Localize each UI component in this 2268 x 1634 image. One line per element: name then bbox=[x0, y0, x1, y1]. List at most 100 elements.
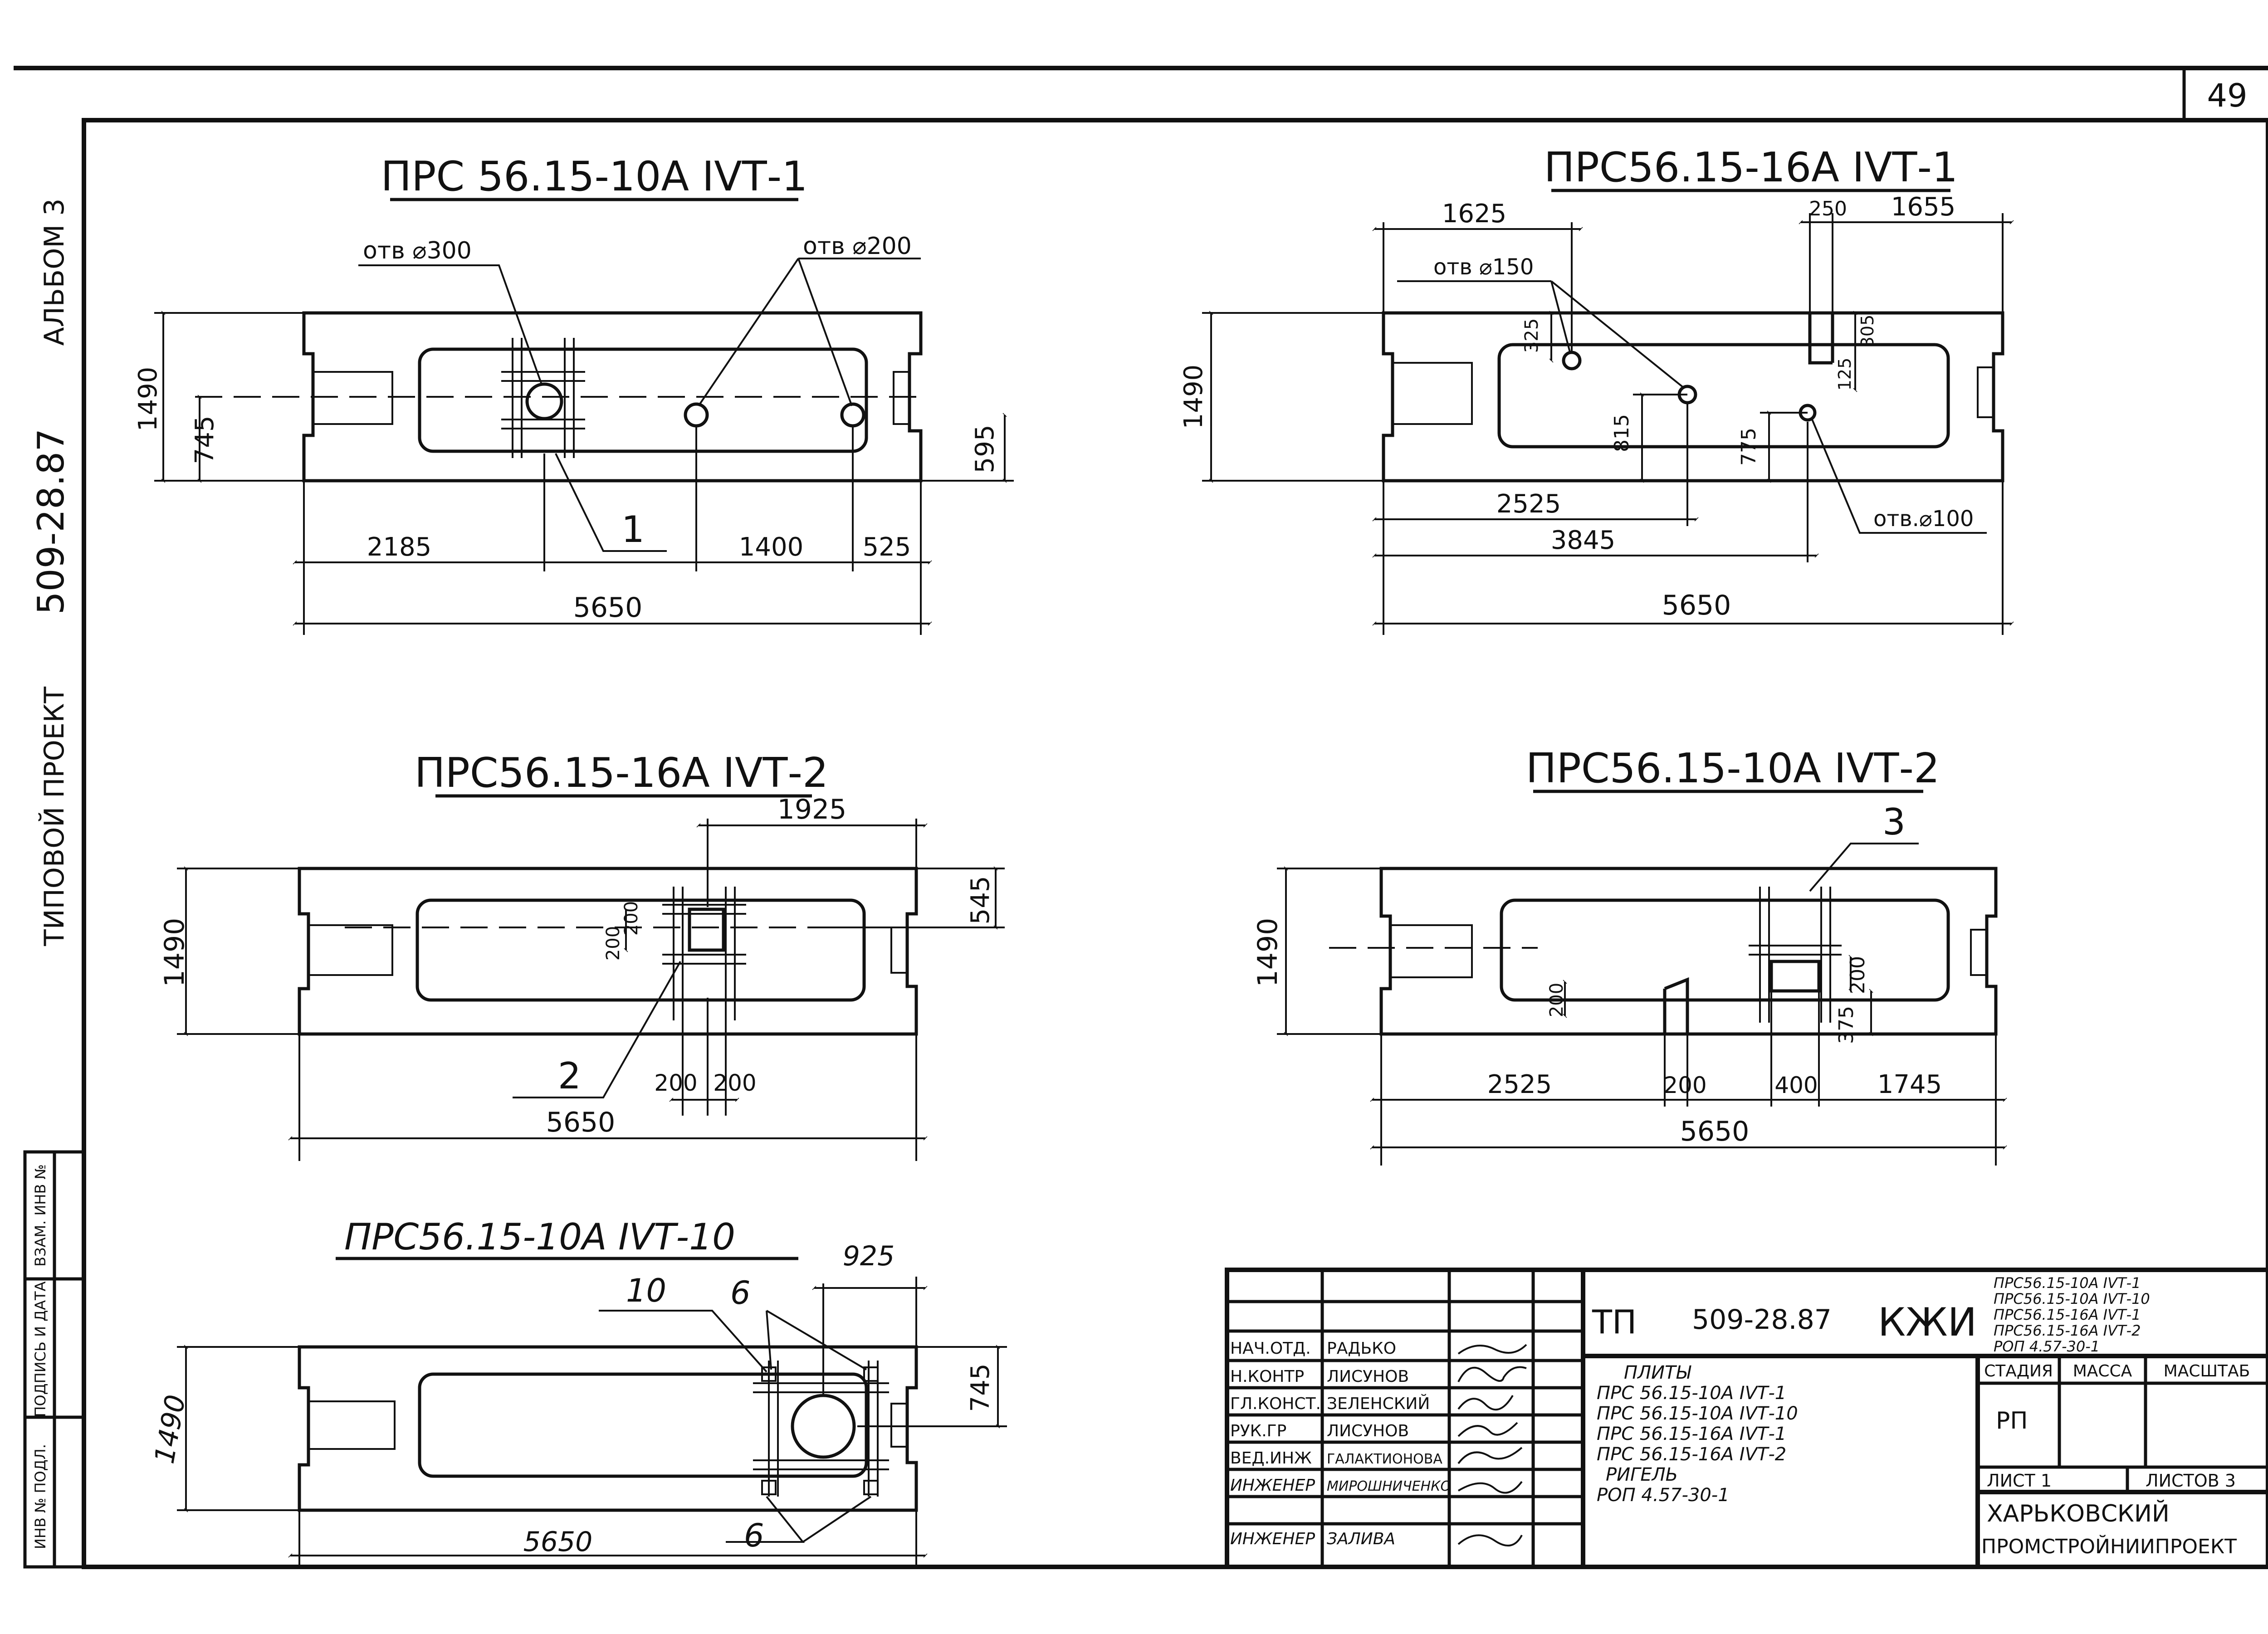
code-list-item: ПРС56.15-10А IVТ-10 bbox=[1994, 1290, 2150, 1307]
role-name: ЛИСУНОВ bbox=[1327, 1422, 1409, 1440]
drawing-3: ПРС56.15-16А IVТ-2 1925 545 bbox=[159, 749, 1005, 1161]
d1-dim-height: 1490 bbox=[133, 367, 163, 432]
title-block bbox=[1225, 1268, 2268, 1569]
role-name: ЗЕЛЕНСКИЙ bbox=[1327, 1394, 1430, 1413]
title-code-prefix: ТП bbox=[1592, 1303, 1637, 1341]
role-label: Н.КОНТР bbox=[1230, 1367, 1304, 1386]
d1-title: ПРС 56.15-10А IVТ-1 bbox=[381, 153, 807, 200]
title-stage-value: РП bbox=[1996, 1407, 2028, 1434]
d4-reinforcement bbox=[1749, 887, 1842, 1023]
d1-dim-c: 525 bbox=[863, 532, 911, 562]
role-label: РУК.ГР bbox=[1230, 1422, 1286, 1440]
side-stamp-replace: ВЗАМ. ИНВ № bbox=[32, 1164, 49, 1267]
title-code-suffix: КЖИ bbox=[1878, 1300, 1977, 1345]
d2-beam-outline bbox=[1382, 311, 2004, 483]
drawing-2: ПРС56.15-16А IVТ-1 1625 250 1655 отв ⌀15… bbox=[1179, 144, 2014, 635]
d3-dim-height: 1490 bbox=[159, 918, 191, 987]
d2-title: ПРС56.15-16А IVТ-1 bbox=[1544, 144, 1958, 191]
d2-dim-305: 305 bbox=[1857, 315, 1877, 348]
d3-dim-v1: 200 bbox=[603, 926, 624, 961]
d3-opening bbox=[688, 907, 725, 952]
desc-line: ПРС 56.15-10А IVТ-10 bbox=[1597, 1403, 1798, 1424]
d2-hole-150-a bbox=[1562, 351, 1582, 371]
d5-callout-a: 10 bbox=[626, 1272, 666, 1309]
d1-dim-b: 1400 bbox=[739, 532, 804, 562]
sheet-frame bbox=[14, 66, 2268, 1569]
desc-line: РИГЕЛЬ bbox=[1606, 1464, 1678, 1485]
side-album-label: АЛЬБОМ 3 bbox=[39, 199, 70, 346]
role-label: ВЕД.ИНЖ bbox=[1230, 1449, 1312, 1468]
code-list-item: ПРС56.15-10А IVТ-1 bbox=[1994, 1274, 2141, 1292]
d2-dim-815: 815 bbox=[1610, 414, 1633, 452]
title-sheet-label: ЛИСТ 1 bbox=[1987, 1471, 2052, 1491]
d2-dim-125: 125 bbox=[1835, 358, 1855, 391]
side-stamp-inv: ИНВ № ПОДЛ. bbox=[32, 1444, 49, 1549]
role-name: ЛИСУНОВ bbox=[1327, 1367, 1409, 1386]
d5-hole bbox=[791, 1394, 856, 1459]
title-code: 509-28.87 bbox=[1692, 1304, 1832, 1336]
desc-line: ПРС 56.15-16А IVТ-2 bbox=[1597, 1444, 1786, 1465]
d2-dim-height: 1490 bbox=[1179, 365, 1208, 429]
d1-dim-right: 595 bbox=[970, 425, 1000, 473]
d2-dim-left: 1625 bbox=[1442, 199, 1507, 229]
title-description: ПЛИТЫ ПРС 56.15-10А IVТ-1 ПРС 56.15-10А … bbox=[1597, 1362, 1798, 1506]
d3-dim-h2: 200 bbox=[713, 1070, 756, 1096]
d3-dim-right: 545 bbox=[966, 876, 995, 925]
drawing-1: ПРС 56.15-10А IVТ-1 отв ⌀300 отв ⌀200 bbox=[133, 153, 1014, 635]
d4-dim-375: 375 bbox=[1835, 1006, 1858, 1044]
d3-callout: 2 bbox=[558, 1055, 581, 1097]
desc-line: РОП 4.57-30-1 bbox=[1597, 1485, 1730, 1506]
role-name: МИРОШНИЧЕНКО bbox=[1327, 1478, 1451, 1494]
d2-dim-2525: 2525 bbox=[1496, 489, 1561, 519]
title-header-stage: СТАДИЯ bbox=[1984, 1362, 2053, 1380]
d1-dim-length: 5650 bbox=[573, 592, 643, 624]
title-org-line2: ПРОМСТРОЙНИИПРОЕКТ bbox=[1981, 1534, 2237, 1558]
d4-dim-v2: 200 bbox=[1846, 956, 1869, 994]
desc-line: ПЛИТЫ bbox=[1624, 1362, 1692, 1383]
drawing-4: ПРС56.15-10А IVТ-2 3 1490 200 200 375 bbox=[1252, 745, 2007, 1166]
d4-title: ПРС56.15-10А IVТ-2 bbox=[1526, 745, 1940, 792]
d2-dim-top-b: 1655 bbox=[1891, 192, 1956, 222]
d5-reinforcement bbox=[753, 1361, 889, 1497]
d1-hole-200-b bbox=[840, 402, 865, 428]
side-stamp-sign: ПОДПИСЬ И ДАТА bbox=[32, 1281, 49, 1417]
d5-title: ПРС56.15-10А IVТ-10 bbox=[344, 1216, 735, 1258]
d5-void bbox=[418, 1372, 868, 1478]
d4-callout: 3 bbox=[1882, 801, 1906, 843]
d2-void bbox=[1497, 343, 1950, 449]
side-project-label: 509-28.87 bbox=[30, 429, 72, 615]
d4-dim-400: 400 bbox=[1774, 1072, 1818, 1098]
title-sheets-label: ЛИСТОВ 3 bbox=[2146, 1471, 2236, 1491]
d2-hole-label-a: отв ⌀150 bbox=[1433, 254, 1534, 280]
title-header-scale: МАСШТАБ bbox=[2164, 1362, 2250, 1380]
d2-hole-label-b: отв.⌀100 bbox=[1873, 506, 1974, 532]
d3-void bbox=[415, 898, 866, 1002]
d2-dim-3845: 3845 bbox=[1551, 526, 1616, 555]
d3-dim-top: 1925 bbox=[777, 794, 847, 825]
d3-dim-h1: 200 bbox=[654, 1070, 697, 1096]
role-label: ИНЖЕНЕР bbox=[1230, 1530, 1315, 1548]
d5-callout-b: 6 bbox=[730, 1274, 751, 1312]
d4-dim-v1: 200 bbox=[1546, 983, 1567, 1017]
d1-hole-200-a bbox=[684, 402, 709, 428]
d4-dim-length: 5650 bbox=[1680, 1116, 1750, 1147]
code-list-item: ПРС56.15-16А IVТ-1 bbox=[1994, 1306, 2141, 1323]
d2-dim-325: 325 bbox=[1521, 318, 1542, 353]
role-name: ГАЛАКТИОНОВА bbox=[1327, 1451, 1442, 1467]
role-name: РАДЬКО bbox=[1327, 1339, 1396, 1358]
d3-dim-v2: 200 bbox=[621, 901, 642, 936]
d2-dim-775: 775 bbox=[1737, 428, 1760, 466]
signatures bbox=[1457, 1344, 1527, 1547]
d4-dim-2525: 2525 bbox=[1487, 1070, 1552, 1099]
drawing-5: ПРС56.15-10А IVТ-10 925 1490 bbox=[149, 1216, 1007, 1569]
role-label: НАЧ.ОТД. bbox=[1230, 1339, 1311, 1358]
d5-dim-length: 5650 bbox=[523, 1526, 593, 1558]
d1-reinforcement bbox=[501, 338, 585, 458]
d4-dim-1745: 1745 bbox=[1877, 1070, 1942, 1099]
title-code-list: ПРС56.15-10А IVТ-1 ПРС56.15-10А IVТ-10 П… bbox=[1994, 1274, 2150, 1355]
d2-dim-length: 5650 bbox=[1662, 590, 1731, 621]
d1-void bbox=[418, 347, 868, 453]
d4-opening bbox=[1769, 960, 1821, 993]
code-list-item: РОП 4.57-30-1 bbox=[1994, 1338, 2100, 1355]
